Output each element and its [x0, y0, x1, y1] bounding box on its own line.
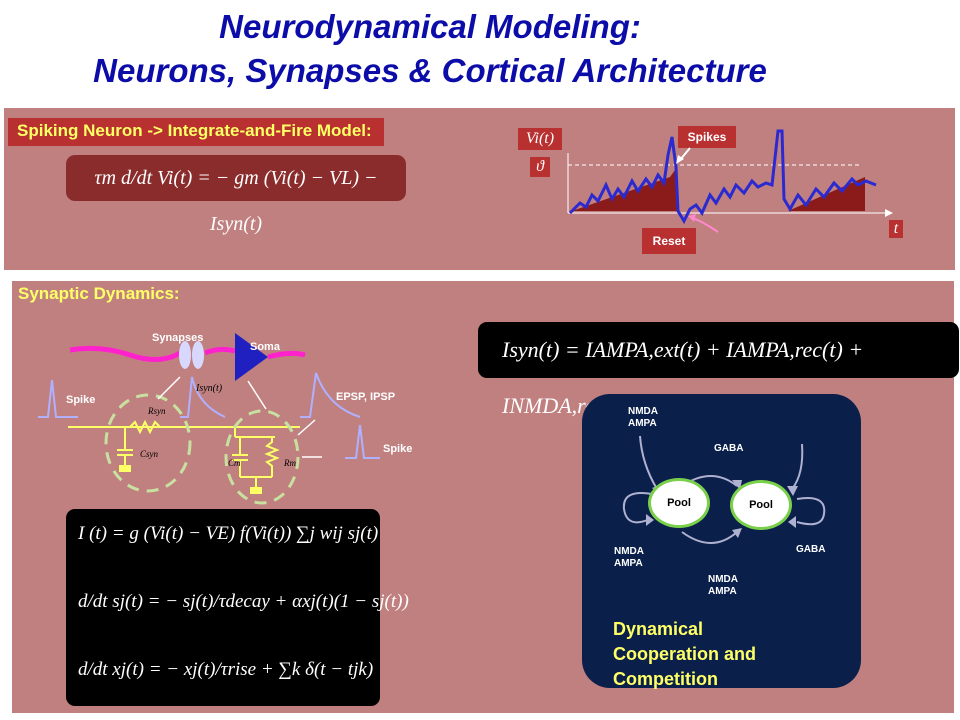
- integrate-fire-equation: τm d/dt Vi(t) = − gm (Vi(t) − VL) − Isyn…: [66, 155, 406, 235]
- rsyn-label: Rsyn: [148, 406, 166, 416]
- cm-label: Cm: [228, 458, 241, 468]
- soma-triangle: [235, 333, 268, 381]
- spike-out-waveform: [345, 424, 380, 459]
- membrane-potential-trace: [568, 129, 877, 225]
- spikes-label: Spikes: [678, 126, 736, 148]
- gating-variable-equation: d/dt sj(t) = − sj(t)/τdecay + αxj(t)(1 −…: [78, 591, 409, 612]
- spike-in-waveform: [38, 379, 78, 418]
- slide-title-line2: Neurons, Synapses & Cortical Architectur…: [93, 52, 767, 89]
- synapse-circle: [104, 393, 192, 493]
- synapse-knob-1: [179, 341, 191, 369]
- rm-label: Rm: [284, 458, 296, 468]
- soma-circle: [224, 409, 300, 505]
- spike-out-label: Spike: [383, 443, 413, 455]
- coupling-equation: I (t) = g (Vi(t) − VE) f(Vi(t)) ∑j wij s…: [78, 523, 379, 544]
- gaba-top-label: GABA: [714, 443, 744, 454]
- rsyn-resistor: [129, 419, 161, 435]
- pool-right: Pool: [730, 480, 792, 530]
- csyn-label: Csyn: [140, 449, 158, 459]
- epsp-ipsp-label: EPSP, IPSP: [336, 391, 396, 403]
- epsp-waveform: [300, 372, 361, 418]
- plot-x-axis-label: t: [889, 220, 903, 238]
- synaptic-current-equation: Isyn(t) = IAMPA,ext(t) + IAMPA,rec(t) + …: [478, 322, 959, 418]
- soma-label: Soma: [250, 341, 280, 353]
- synapse-circuit-diagram: [38, 333, 380, 505]
- spiking-neuron-header: Spiking Neuron -> Integrate-and-Fire Mod…: [8, 118, 384, 146]
- isyn-label: Isyn(t): [196, 383, 223, 394]
- synaptic-dynamics-header: Synaptic Dynamics:: [18, 284, 180, 303]
- threshold-label: ϑ: [530, 157, 550, 177]
- synapse-knob-2: [192, 341, 204, 369]
- dendrite: [204, 346, 236, 356]
- plot-y-axis-label: Vi(t): [518, 128, 562, 150]
- spike-in-label: Spike: [66, 394, 96, 406]
- synapses-label: Synapses: [152, 332, 204, 344]
- rm-resistor: [264, 437, 280, 477]
- synaptic-equations-block: I (t) = g (Vi(t) − VE) f(Vi(t)) ∑j wij s…: [66, 509, 409, 706]
- axon: [69, 345, 182, 362]
- slide-title-line1: Neurodynamical Modeling:: [219, 8, 641, 45]
- pool-left: Pool: [648, 478, 710, 528]
- reset-label: Reset: [642, 228, 696, 254]
- gaba-right-label: GABA: [796, 544, 826, 555]
- rise-variable-equation: d/dt xj(t) = − xj(t)/τrise + ∑k δ(t − tj…: [78, 659, 374, 680]
- isyn-waveform: [180, 376, 226, 418]
- network-caption: Dynamical Cooperation and Competition: [613, 619, 756, 689]
- voltage-trace-plot: [567, 129, 893, 225]
- callout-arrows: [676, 147, 719, 233]
- subthreshold-area-1: [572, 170, 678, 211]
